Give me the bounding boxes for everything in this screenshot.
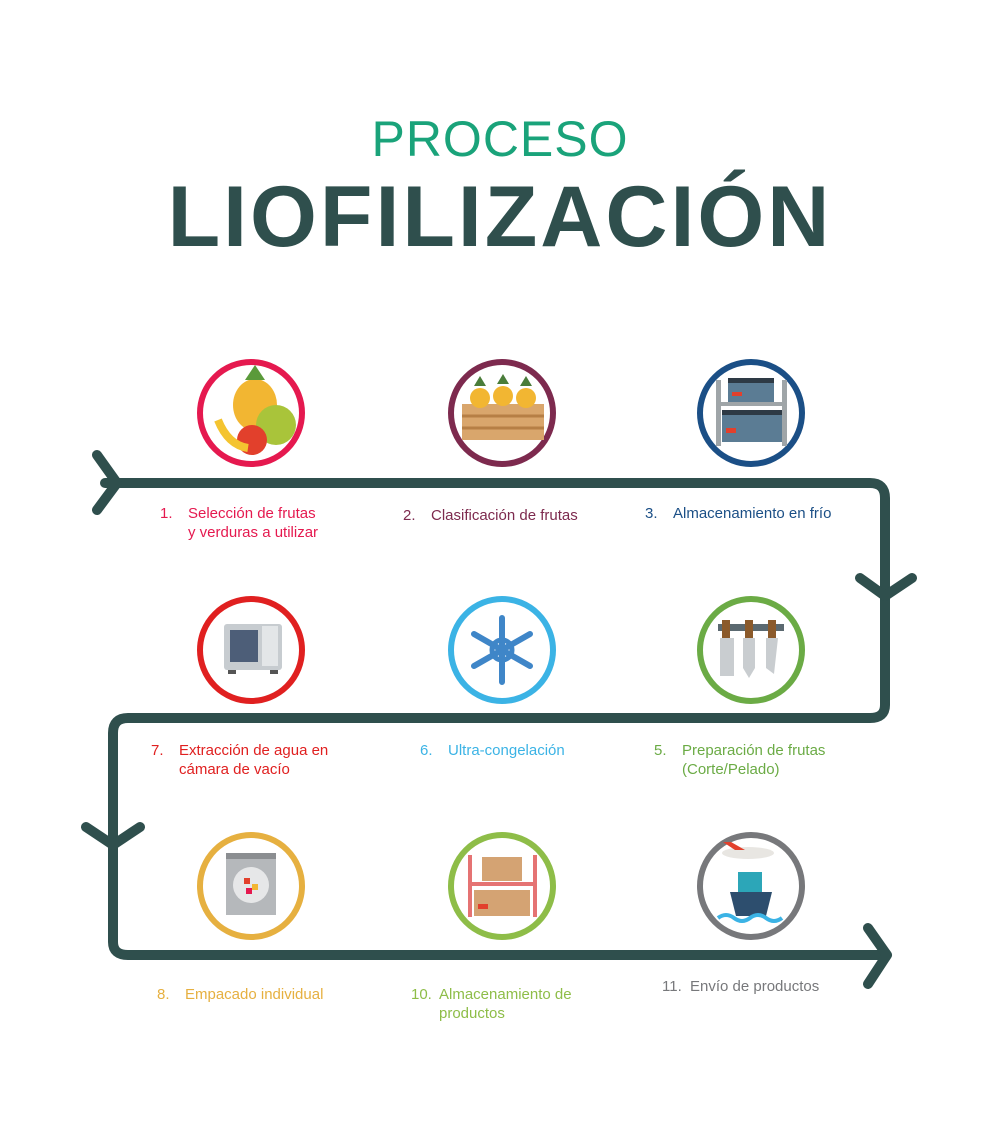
- step-text-line1: Ultra-congelación: [448, 742, 565, 759]
- knives-icon: [718, 620, 784, 678]
- step-number: 6.: [420, 742, 433, 759]
- step-label: 8. Empacado individual: [157, 985, 323, 1004]
- shelf-boxes-icon: [468, 855, 537, 917]
- step-label: 10. Almacenamiento de productos: [411, 985, 572, 1023]
- step-text-line1: Almacenamiento en frío: [673, 505, 832, 522]
- shipping-icon: [716, 842, 784, 923]
- step-label: 7. Extracción de agua en cámara de vacío: [151, 741, 328, 779]
- down-arrow-icon: [81, 822, 145, 850]
- step-text: Almacenamiento de productos: [439, 985, 572, 1023]
- step-text-line1: Clasificación de frutas: [431, 507, 578, 524]
- cold-storage-icon: [716, 378, 787, 446]
- step-text-line1: Selección de frutas: [188, 505, 316, 522]
- step-number: 7.: [151, 742, 164, 759]
- step-text: Envío de productos: [690, 977, 819, 996]
- step-label: 5. Preparación de frutas (Corte/Pelado): [654, 741, 825, 779]
- step-text: Selección de frutas y verduras a utilizar: [188, 504, 318, 542]
- step-text: Extracción de agua en cámara de vacío: [179, 741, 328, 779]
- step-number: 10.: [411, 986, 432, 1003]
- step-text-line2: cámara de vacío: [179, 761, 290, 778]
- crate-icon: [462, 374, 544, 440]
- step-text: Ultra-congelación: [448, 741, 565, 760]
- step-text-line1: Envío de productos: [690, 978, 820, 995]
- step-label: 1. Selección de frutas y verduras a utiliz…: [160, 504, 318, 542]
- step-text: Preparación de frutas (Corte/Pelado): [682, 741, 825, 779]
- step-text-line1: Preparación de frutas: [682, 742, 826, 759]
- step-label: 11. Envío de productos: [662, 977, 819, 996]
- step-text-line2: y verduras a utilizar: [188, 524, 319, 541]
- snowflake-icon: [471, 615, 533, 685]
- step-text-line2: productos: [439, 1005, 505, 1022]
- step-text-line1: Almacenamiento de: [439, 986, 572, 1003]
- step-label: 3. Almacenamiento en frío: [645, 504, 831, 523]
- end-arrow-icon: [863, 923, 892, 989]
- step-number: 11.: [662, 978, 682, 995]
- vacuum-chamber-icon: [224, 624, 282, 674]
- step-label: 6. Ultra-congelación: [420, 741, 565, 760]
- start-arrow-icon: [92, 450, 122, 515]
- package-icon: [226, 853, 276, 915]
- down-arrow-icon: [855, 573, 917, 601]
- step-number: 5.: [654, 742, 667, 759]
- step-number: 2.: [403, 507, 416, 524]
- step-text: Empacado individual: [185, 985, 323, 1004]
- step-text-line1: Extracción de agua en: [179, 742, 329, 759]
- title-proceso: PROCESO: [371, 111, 629, 167]
- step-text: Almacenamiento en frío: [673, 504, 831, 523]
- step-label: 2. Clasificación de frutas: [403, 506, 578, 525]
- flow-path: [81, 450, 917, 989]
- step-number: 8.: [157, 986, 170, 1003]
- step-text: Clasificación de frutas: [431, 506, 578, 525]
- step-text-line2: (Corte/Pelado): [682, 761, 780, 778]
- step-number: 3.: [645, 505, 658, 522]
- title-liofilizacion: LIOFILIZACIÓN: [167, 169, 833, 265]
- fruits-icon: [214, 365, 296, 455]
- step-number: 1.: [160, 505, 173, 522]
- step-text-line1: Empacado individual: [185, 986, 324, 1003]
